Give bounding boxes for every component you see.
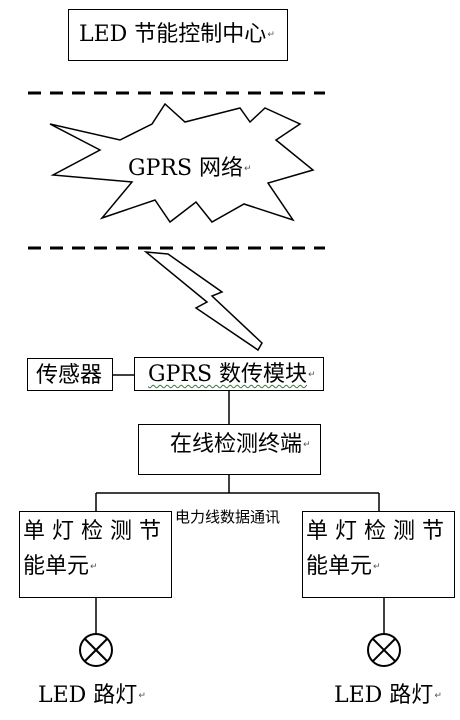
network-label: GPRS 网络↵ bbox=[128, 158, 252, 180]
sensor-box: 传感器 bbox=[27, 358, 113, 391]
network-text: GPRS 网络 bbox=[128, 156, 244, 181]
paragraph-mark: ↵ bbox=[90, 561, 98, 572]
left-lamp-symbol bbox=[79, 633, 113, 667]
terminal-text: 在线检测终端 bbox=[170, 432, 303, 457]
left-lamp-text: LED 路灯 bbox=[38, 683, 138, 708]
right-unit-line1: 单 灯 检 测 节 bbox=[306, 519, 444, 544]
right-unit-box: 单 灯 检 测 节 能单元↵ bbox=[302, 511, 455, 598]
control-center-label: LED 节能控制中心↵ bbox=[79, 24, 275, 46]
paragraph-mark: ↵ bbox=[303, 439, 311, 450]
left-lamp-label: LED 路灯↵ bbox=[38, 685, 146, 707]
right-lamp-symbol bbox=[367, 633, 401, 667]
paragraph-mark: ↵ bbox=[138, 690, 146, 701]
right-unit-line2-text: 能单元 bbox=[306, 554, 373, 579]
paragraph-mark: ↵ bbox=[267, 29, 275, 40]
terminal-label: 在线检测终端↵ bbox=[170, 434, 311, 456]
left-unit-line1: 单 灯 检 测 节 bbox=[23, 519, 161, 544]
paragraph-mark: ↵ bbox=[308, 369, 316, 380]
paragraph-mark: ↵ bbox=[373, 561, 381, 572]
left-unit-line2: 能单元↵ bbox=[23, 556, 98, 578]
plc-label: 电力线数据通讯 bbox=[175, 508, 281, 526]
left-unit-line2-text: 能单元 bbox=[23, 554, 90, 579]
sensor-label: 传感器 bbox=[36, 363, 103, 388]
gprs-module-box: GPRS 数传模块↵ bbox=[134, 357, 324, 391]
terminal-box: 在线检测终端↵ bbox=[138, 424, 321, 475]
right-unit-line2: 能单元↵ bbox=[306, 556, 381, 578]
paragraph-mark: ↵ bbox=[244, 163, 252, 174]
right-lamp-text: LED 路灯 bbox=[334, 683, 434, 708]
control-center-text: LED 节能控制中心 bbox=[79, 22, 267, 47]
right-lamp-label: LED 路灯↵ bbox=[334, 685, 442, 707]
lightning-bolt-shape bbox=[143, 251, 263, 352]
network-cloud-shape bbox=[49, 102, 315, 224]
gprs-module-text: GPRS 数传模块 bbox=[148, 362, 308, 387]
paragraph-mark: ↵ bbox=[434, 690, 442, 701]
control-center-box: LED 节能控制中心↵ bbox=[68, 9, 288, 61]
gprs-module-label: GPRS 数传模块↵ bbox=[148, 364, 316, 386]
left-unit-box: 单 灯 检 测 节 能单元↵ bbox=[19, 511, 172, 598]
